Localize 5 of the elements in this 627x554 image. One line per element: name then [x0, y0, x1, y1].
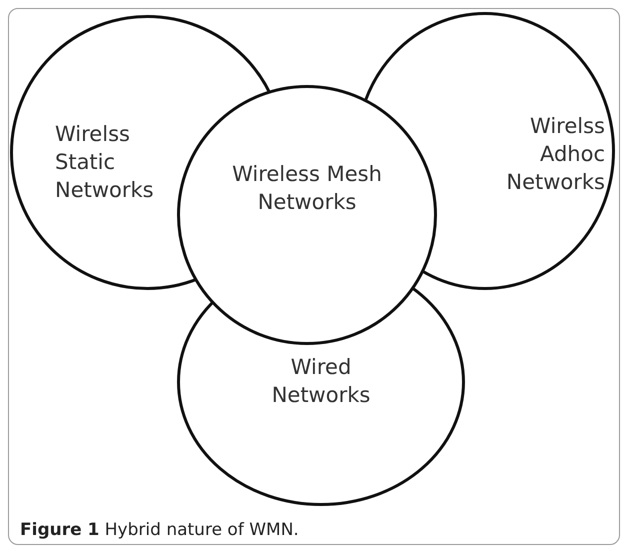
circle-label: Wirelss Adhoc Networks [505, 113, 605, 196]
circle-label: Wireless Mesh Networks [231, 161, 383, 216]
circle-label: Wirelss Static Networks [55, 121, 155, 204]
circle-label: Wired Networks [270, 354, 372, 409]
figure-caption: Figure 1 Hybrid nature of WMN. [20, 520, 299, 540]
